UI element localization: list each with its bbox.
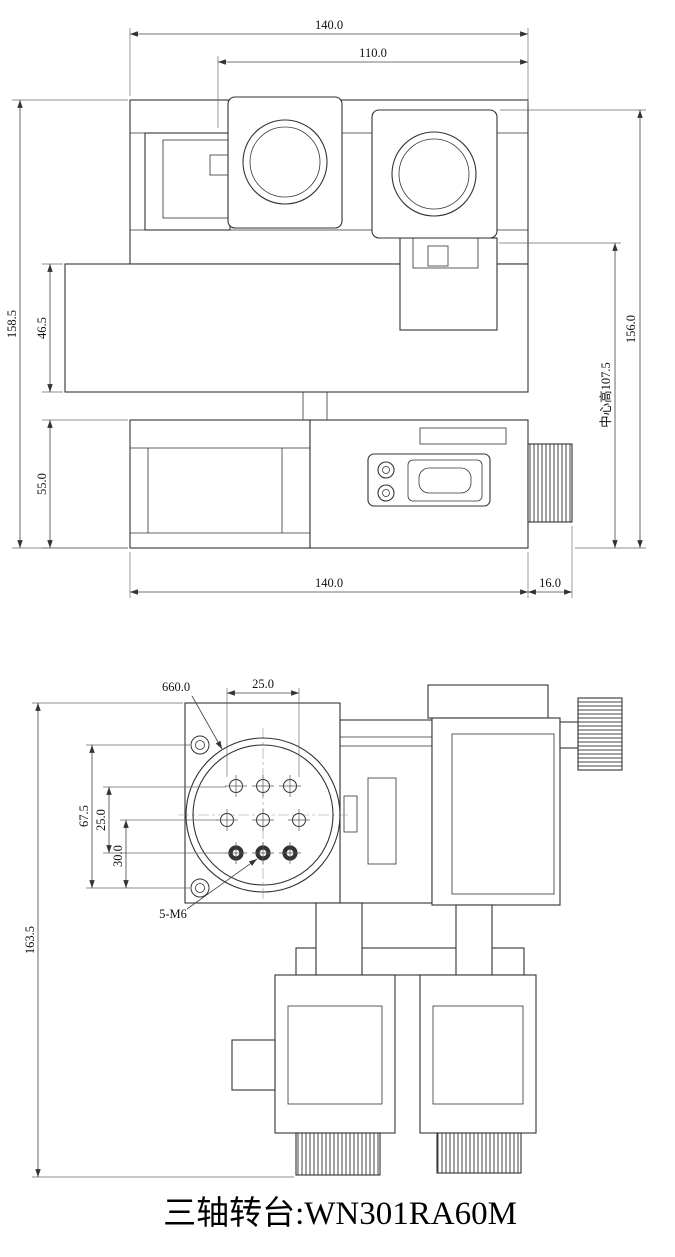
bolt-hole-pattern [216,775,310,864]
side-box [231,1039,276,1091]
top-view-geometry [64,96,573,549]
dim-mount-hole-spacing-label: 67.5 [77,805,91,827]
dim-flange-diameter-label: 660.0 [162,680,190,694]
front-view-geometry [178,684,623,1176]
stage-side-body [339,719,433,904]
dim-width-base-label: 140.0 [315,576,343,590]
flange-circle-outer [185,737,341,893]
front-view-dimensions: 163.5 67.5 25.0 30.0 25.0 660.0 5-M6 [23,677,300,1178]
dim-hole-pitch-v-label: 25.0 [94,809,108,831]
motor-body-left [274,974,396,1134]
connector-plate [367,453,491,507]
top-view: 140.0 110.0 158.5 46.5 55.0 156.0 [5,18,646,598]
knurled-knob-bottom-right [436,1132,522,1174]
knob-housing-1 [227,96,343,229]
dim-height-right-label: 156.0 [624,315,638,343]
dim-hole-offset-label: 30.0 [111,845,125,867]
knob-shaft [559,721,579,749]
knob-housing-2 [371,109,498,239]
right-lower-block [399,237,498,331]
dim-width-inner-label: 110.0 [359,46,387,60]
knob-2-dial [391,131,477,217]
dim-width-top-label: 140.0 [315,18,343,32]
dim-knob-width-label: 16.0 [539,576,561,590]
dim-height-total-label: 158.5 [5,310,19,338]
knurled-knob-bottom-left [295,1132,381,1176]
connector-screw-bottom [377,484,395,502]
corner-hole-top [190,735,210,755]
thread-callout-label: 5-M6 [159,907,187,921]
base-left-block [129,419,311,549]
connector-screw-top [377,461,395,479]
dim-front-height-total-label: 163.5 [23,926,37,954]
dsub-connector [407,459,483,502]
knob-1-dial [242,119,328,205]
left-block [144,132,231,231]
dim-center-height-label: 中心高107.5 [598,362,613,428]
knurled-knob-top-right [577,697,623,771]
dim-height-base-label: 55.0 [35,473,49,495]
motor-body-right [419,974,537,1134]
front-view: 163.5 67.5 25.0 30.0 25.0 660.0 5-M6 [23,677,623,1178]
flange-plate [178,702,348,904]
top-view-dimensions: 140.0 110.0 158.5 46.5 55.0 156.0 [5,18,646,598]
dim-height-mid-label: 46.5 [35,317,49,339]
motor-housing-right [431,717,561,906]
left-neck [315,902,363,976]
flange-circle-inner [192,744,334,886]
drawing-title: 三轴转台:WN301RA60M [163,1195,517,1232]
knurled-knob-side [527,443,573,523]
right-top-plate [427,684,549,719]
corner-hole-bottom [190,878,210,898]
right-neck [455,904,493,976]
dim-hole-pitch-h-label: 25.0 [252,677,274,691]
